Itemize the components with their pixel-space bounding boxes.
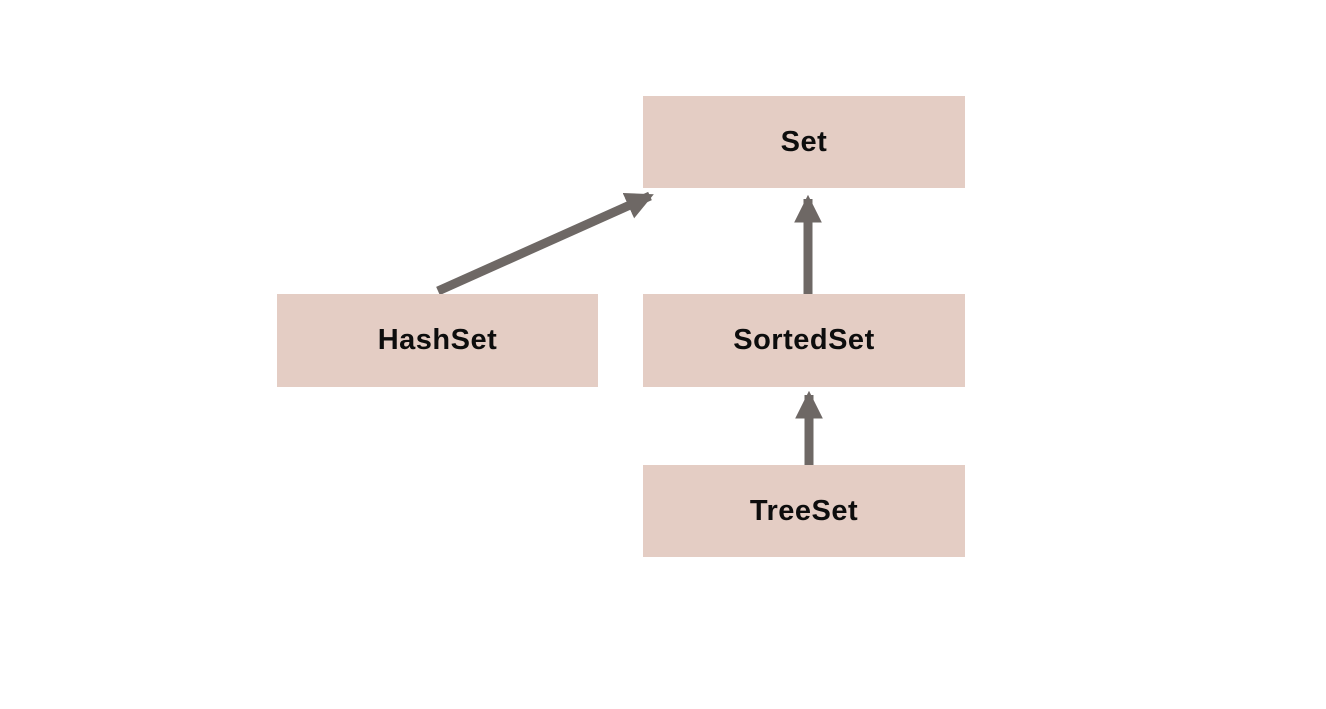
node-treeset-label: TreeSet bbox=[749, 494, 859, 527]
node-set-label: Set bbox=[780, 125, 828, 158]
node-sortedset: SortedSet bbox=[643, 294, 965, 387]
node-set: Set bbox=[643, 96, 965, 188]
node-sortedset-label: SortedSet bbox=[733, 324, 875, 356]
node-hashset: HashSet bbox=[277, 294, 598, 387]
edge-hashset-to-set bbox=[436, 191, 654, 296]
node-treeset: TreeSet bbox=[643, 465, 965, 557]
node-hashset-label: HashSet bbox=[377, 324, 498, 356]
